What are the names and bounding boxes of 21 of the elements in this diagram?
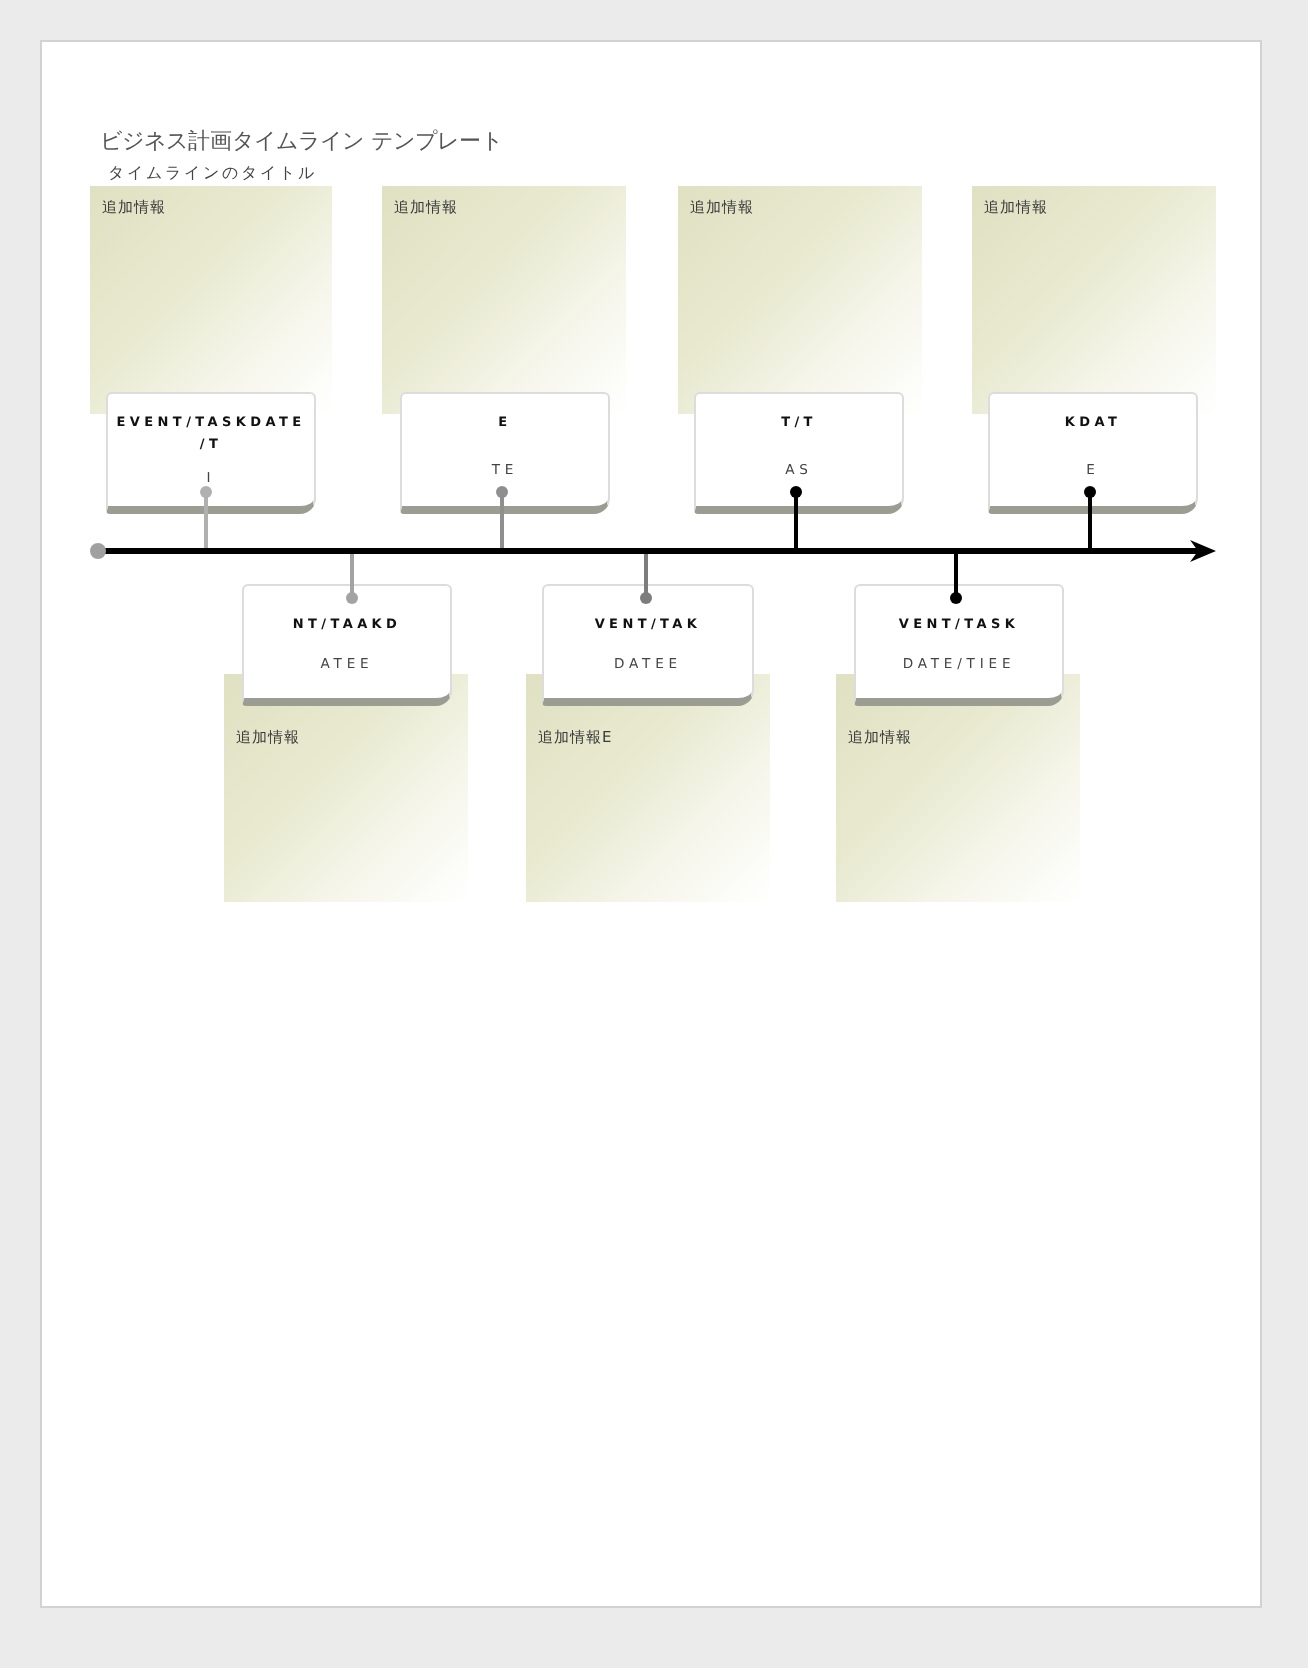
event-card	[106, 392, 316, 514]
connector-line	[346, 554, 358, 604]
event-card	[400, 392, 610, 514]
event-card	[988, 392, 1198, 514]
info-box	[678, 186, 922, 414]
info-box	[972, 186, 1216, 414]
connector-line	[790, 486, 802, 548]
connector-line	[496, 486, 508, 548]
event-card	[694, 392, 904, 514]
connector-line	[640, 554, 652, 604]
connector-line	[200, 486, 212, 548]
page-title: ビジネス計画タイムライン テンプレート	[100, 128, 503, 156]
info-box	[382, 186, 626, 414]
event-card	[854, 584, 1064, 706]
info-box	[90, 186, 332, 414]
connector-line	[1084, 486, 1096, 548]
event-card	[542, 584, 754, 706]
event-card	[242, 584, 452, 706]
timeline-subtitle: タイムラインのタイトル	[108, 164, 317, 184]
connector-line	[950, 554, 962, 604]
timeline-arrow	[90, 540, 1216, 562]
